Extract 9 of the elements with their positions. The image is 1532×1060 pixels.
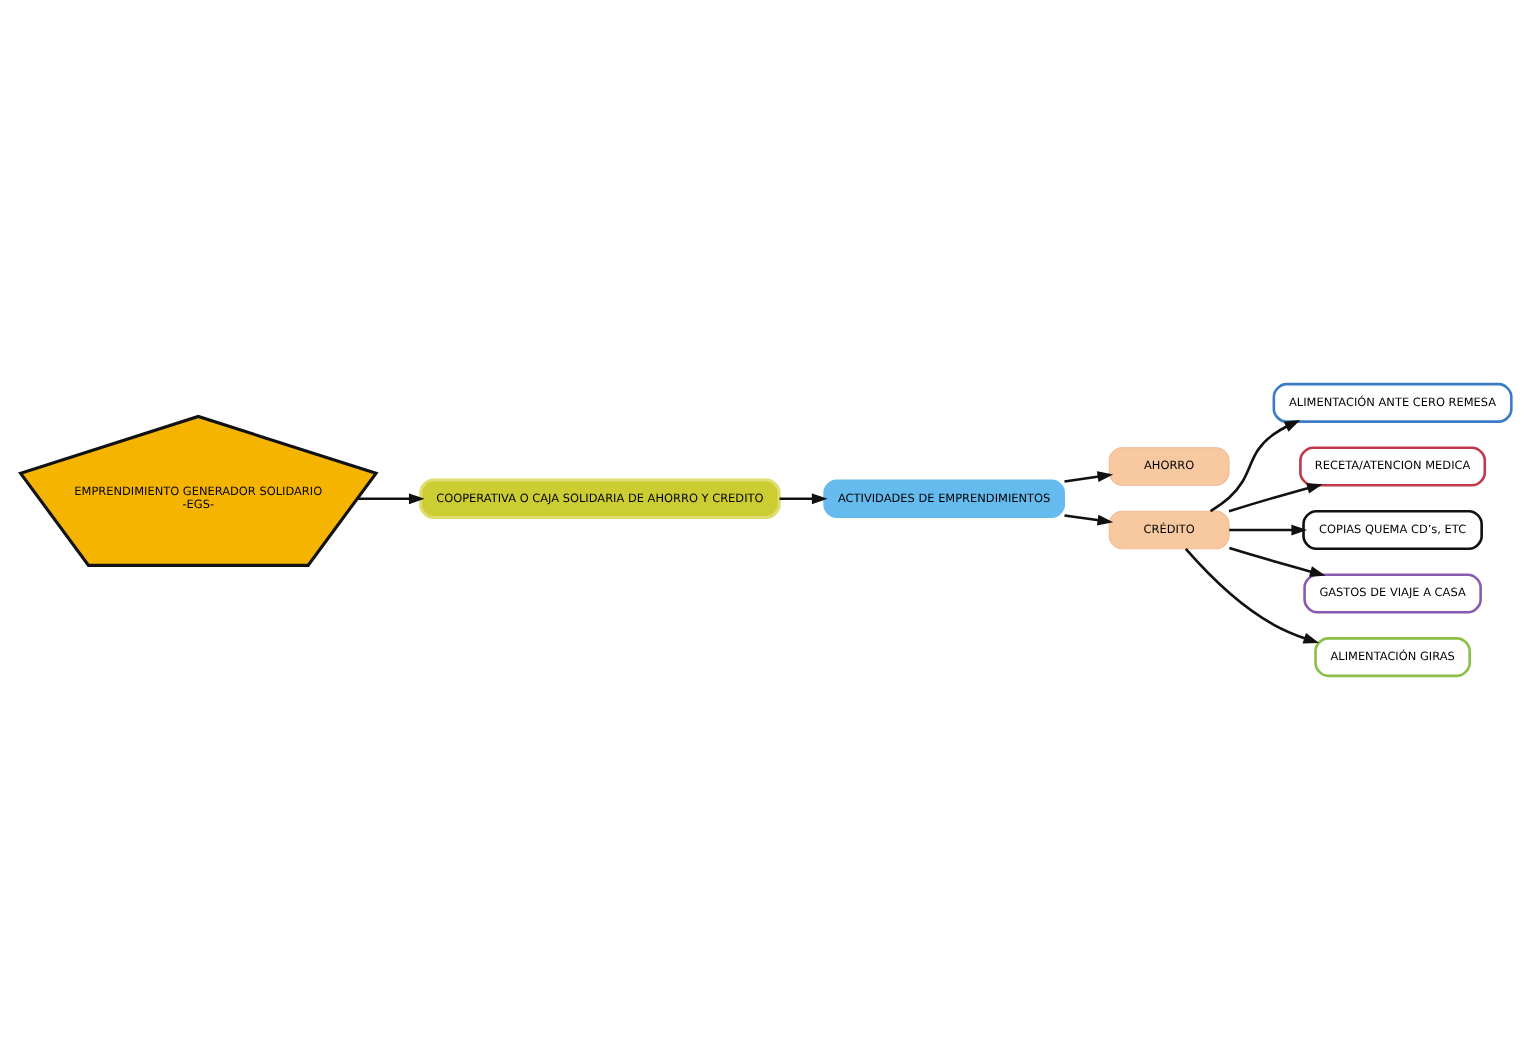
arrow — [1184, 548, 1320, 644]
arrow — [1228, 483, 1323, 513]
arrow — [1229, 524, 1308, 536]
arrow — [1064, 514, 1114, 526]
arrow — [1209, 420, 1301, 513]
arrow — [357, 493, 425, 505]
arrow — [1064, 471, 1114, 483]
arrow — [1228, 546, 1326, 577]
arrow — [779, 493, 828, 505]
